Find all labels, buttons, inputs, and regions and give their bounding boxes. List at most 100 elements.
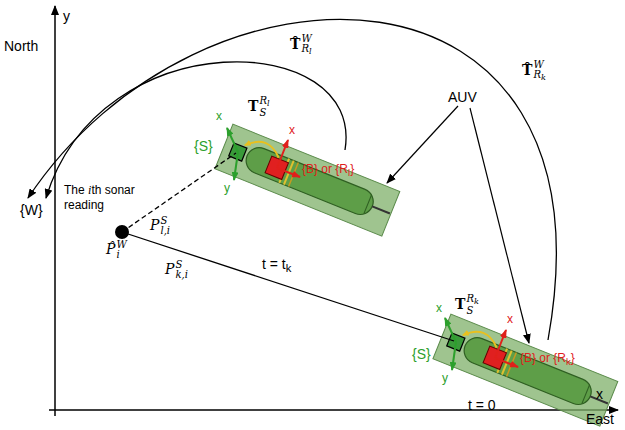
label-text: W bbox=[301, 33, 311, 44]
label-text: th sonar bbox=[91, 183, 134, 197]
superscript: ​W bbox=[116, 240, 126, 250]
subscript: k bbox=[286, 262, 292, 274]
subscript: ​S bbox=[259, 108, 269, 118]
label-text: k bbox=[474, 297, 479, 306]
frame-name: {W} bbox=[20, 202, 43, 218]
superscript: ​Rl bbox=[259, 96, 269, 108]
label-text: East bbox=[586, 411, 614, 427]
subscript: ​Rl bbox=[301, 44, 311, 56]
subscript: ​S bbox=[466, 306, 478, 316]
index-stack: ​S​k,i bbox=[175, 260, 188, 280]
label-text: R bbox=[533, 69, 541, 80]
point-symbol: P̂​W​i bbox=[106, 240, 127, 260]
index-stack: ​W​Rl bbox=[301, 34, 311, 57]
vector-symbol: P​S​l,i bbox=[150, 216, 170, 236]
label-text: x bbox=[436, 301, 442, 315]
axis-letter: y bbox=[224, 182, 230, 196]
label-text: {S} bbox=[194, 138, 213, 154]
transform-symbol: T̂​W​Rk bbox=[522, 60, 546, 83]
label-text: k,i bbox=[175, 269, 188, 280]
label-text: AUV bbox=[448, 89, 477, 105]
axis-letter: x bbox=[596, 386, 603, 402]
label-text: {S} bbox=[412, 346, 431, 362]
time-label: t = 0 bbox=[468, 397, 496, 413]
subscript: ​Rk bbox=[533, 70, 545, 82]
subscript: l bbox=[267, 99, 270, 108]
label-text: y bbox=[63, 8, 70, 24]
label-text: S bbox=[259, 107, 266, 118]
frame-name: {B} or {Rk} bbox=[520, 352, 575, 367]
subscript: k bbox=[474, 297, 479, 306]
frame-name: {S} bbox=[194, 138, 213, 154]
superscript: ​S bbox=[160, 216, 170, 226]
label-text: {B} or {R bbox=[520, 351, 566, 365]
label-text: W bbox=[533, 59, 543, 70]
label-text: T bbox=[248, 98, 258, 114]
index-stack: ​Rk​S bbox=[466, 294, 478, 317]
label-text: reading bbox=[64, 198, 104, 212]
axis-name: East bbox=[586, 411, 614, 427]
label-text: W bbox=[116, 239, 126, 250]
axis-letter: x bbox=[507, 313, 513, 327]
label-text: x bbox=[289, 123, 295, 137]
subscript: l bbox=[309, 47, 312, 56]
label-text: k bbox=[541, 73, 546, 82]
subscript: k bbox=[541, 73, 546, 82]
label-text: T̂ bbox=[522, 62, 532, 78]
label-text: x bbox=[596, 386, 603, 402]
axis-letter: y bbox=[442, 372, 448, 386]
label-text: i bbox=[116, 249, 119, 260]
superscript: ​Rk bbox=[466, 294, 478, 306]
axis-letter: x bbox=[289, 124, 295, 138]
index-stack: ​W​i bbox=[116, 240, 126, 260]
label-text: x bbox=[507, 312, 513, 326]
label-text: P̂ bbox=[106, 241, 115, 257]
label-text: k bbox=[286, 262, 292, 274]
label-text: l bbox=[348, 167, 350, 178]
label-text: } bbox=[350, 162, 354, 176]
label-text: T bbox=[455, 296, 465, 312]
label-text: i bbox=[88, 183, 91, 197]
label-text: R bbox=[466, 293, 474, 304]
superscript: ​W bbox=[301, 34, 311, 44]
superscript: ​S bbox=[175, 260, 188, 270]
note-text: reading bbox=[64, 199, 104, 213]
label-text: t = 0 bbox=[468, 397, 496, 413]
axis-name: North bbox=[4, 38, 38, 54]
subscript: ​i bbox=[116, 250, 126, 260]
subscript: ​k,i bbox=[175, 270, 188, 280]
frame-name: {S} bbox=[412, 346, 431, 362]
label-text: k bbox=[566, 356, 571, 367]
transform-symbol: T​Rk​S bbox=[455, 294, 479, 317]
label-text: R bbox=[301, 43, 309, 54]
label-text: } bbox=[571, 351, 575, 365]
axis-letter: x bbox=[436, 302, 442, 316]
label-text: {W} bbox=[20, 202, 43, 218]
label-text: y bbox=[442, 371, 448, 385]
label-text: P bbox=[165, 261, 174, 277]
index-stack: ​S​l,i bbox=[160, 216, 170, 236]
transform-symbol: T̂​W​Rl bbox=[290, 34, 312, 57]
vector-symbol: P​S​k,i bbox=[165, 260, 188, 280]
index-stack: ​W​Rk bbox=[533, 60, 545, 83]
axis-letter: x bbox=[216, 110, 222, 124]
superscript: ​W bbox=[533, 60, 545, 70]
label-text: {B} or {R bbox=[302, 162, 348, 176]
label-text: S bbox=[160, 215, 167, 226]
label-text: S bbox=[466, 305, 473, 316]
label-text: t = t bbox=[262, 256, 286, 272]
subscript: k bbox=[566, 356, 571, 367]
frame-name: {B} or {Rl} bbox=[302, 163, 354, 178]
label-text: l bbox=[309, 47, 312, 56]
label-text: R bbox=[259, 95, 267, 106]
note-text: Theith sonar bbox=[64, 184, 135, 198]
label-text: x bbox=[216, 109, 222, 123]
subscript: l bbox=[348, 167, 350, 178]
transform-symbol: T​Rl​S bbox=[248, 96, 270, 119]
label-text: l,i bbox=[160, 225, 170, 236]
label-text: T̂ bbox=[290, 36, 300, 52]
time-label: t = tk bbox=[262, 256, 291, 275]
subscript: ​l,i bbox=[160, 226, 170, 236]
label-text: S bbox=[175, 259, 182, 270]
